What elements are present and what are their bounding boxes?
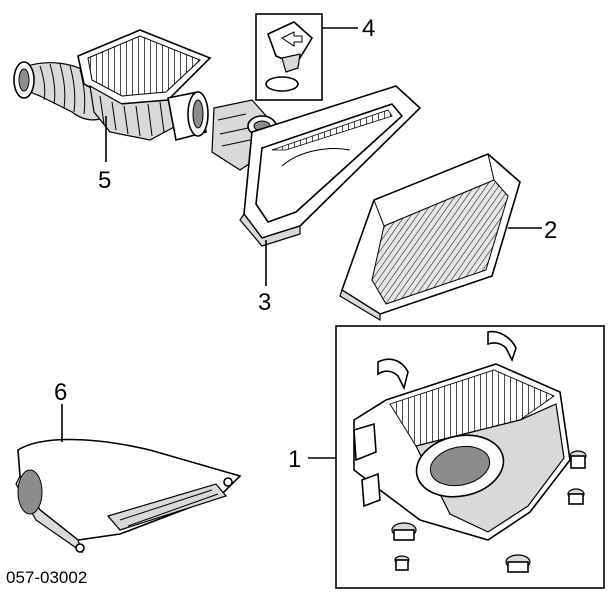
part-2-filter-element <box>339 153 521 322</box>
part-4-inset-frame <box>255 13 323 101</box>
callout-5: 5 <box>98 167 111 194</box>
part-1-grommets <box>391 450 587 573</box>
part-4-o-ring <box>265 76 299 92</box>
part-5-intake-hose <box>13 29 212 141</box>
part-6-air-duct <box>15 438 242 554</box>
callout-6: 6 <box>54 379 67 406</box>
diagram-reference-code: 057-03002 <box>6 568 87 587</box>
callout-1: 1 <box>288 446 301 473</box>
callout-2: 2 <box>544 217 557 244</box>
leader-lines <box>61 27 542 459</box>
part-1-lower-housing <box>335 325 605 589</box>
part-3-housing-cover <box>239 85 422 247</box>
callout-4: 4 <box>362 15 375 42</box>
part-1-inset-frame <box>335 325 605 589</box>
callout-3: 3 <box>258 289 271 316</box>
part-4-air-mass-sensor <box>255 13 323 101</box>
